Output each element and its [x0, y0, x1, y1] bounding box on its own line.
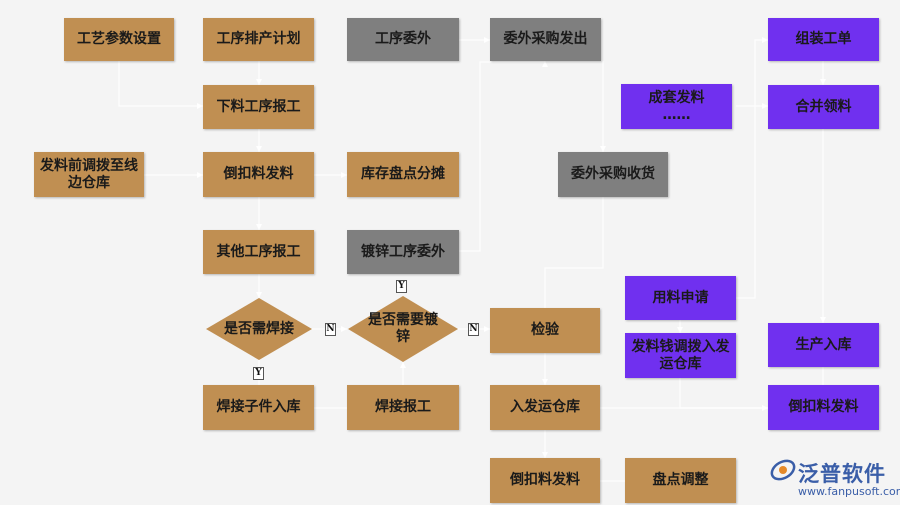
node-inventory-allocation: 库存盘点分摊: [347, 152, 459, 197]
node-label: 用料申请: [652, 289, 709, 306]
logo-url: www.fanpusoft.com: [798, 485, 900, 498]
node-label: 焊接报工: [375, 399, 431, 415]
logo-mark-icon: [770, 459, 796, 481]
logo-brand: 泛普软件: [798, 462, 886, 486]
node-label: 倒扣料发料: [788, 399, 859, 415]
node-assembly-order: 组装工单: [768, 18, 879, 61]
decision-label: 是否需焊接: [224, 320, 294, 337]
node-label: 库存盘点分摊: [361, 166, 445, 182]
node-merge-picking: 合并领料: [768, 85, 879, 129]
node-label: 工艺参数设置: [77, 31, 161, 47]
node-label: 盘点调整: [652, 472, 709, 488]
label-galv-yes: Y: [396, 280, 407, 293]
node-label: 入发运仓库: [510, 399, 580, 415]
node-kit-issue: 成套发料 ……: [621, 84, 732, 129]
node-label: 合并领料: [795, 98, 852, 115]
node-label: 生产入库: [795, 336, 852, 353]
node-backflush-issue-3: 倒扣料发料: [768, 385, 879, 430]
node-welding-part-inbound: 焊接子件入库: [203, 385, 314, 430]
node-label: 发料钱调拨入发 运仓库: [631, 338, 730, 372]
node-inspection: 检验: [490, 308, 600, 353]
node-process-params: 工艺参数设置: [64, 18, 174, 61]
decision-label: 是否需要镀 锌: [368, 312, 438, 345]
node-label: 镀锌工序委外: [361, 243, 445, 260]
node-welding-report: 焊接报工: [347, 385, 459, 430]
node-pre-issue-transfer: 发料前调拨至线 边仓库: [34, 152, 144, 197]
node-production-inbound: 生产入库: [768, 323, 879, 367]
node-label: 检验: [531, 322, 559, 338]
node-label: 委外采购收货: [571, 166, 655, 182]
node-material-report: 下料工序报工: [203, 85, 314, 129]
node-outsource-purchase-issue: 委外采购发出: [490, 18, 601, 61]
node-label: 焊接子件入库: [216, 399, 301, 415]
node-label: 下料工序报工: [216, 98, 301, 115]
node-label: 工序委外: [375, 31, 431, 47]
node-label: 组装工单: [795, 31, 852, 47]
node-backflush-issue-2: 倒扣料发料: [490, 458, 600, 503]
node-label: 倒扣料发料: [510, 472, 580, 488]
node-other-process-report: 其他工序报工: [203, 230, 314, 274]
node-process-outsource: 工序委外: [347, 18, 459, 61]
node-process-schedule: 工序排产计划: [203, 18, 314, 61]
node-label: 委外采购发出: [503, 31, 588, 47]
node-galvanize-outsource: 镀锌工序委外: [347, 230, 459, 274]
diamond-shape: [206, 298, 312, 360]
node-outsource-purchase-receive: 委外采购收货: [558, 152, 668, 197]
node-label: 倒扣料发料: [223, 166, 294, 182]
node-label: 工序排产计划: [216, 31, 301, 47]
label-weld-no: N: [325, 323, 336, 336]
diamond-shape: [348, 296, 458, 362]
decision-need-galvanize: 是否需要镀 锌: [348, 296, 458, 362]
label-galv-no: N: [468, 323, 479, 336]
decision-need-welding: 是否需焊接: [206, 298, 312, 360]
node-material-request: 用料申请: [625, 276, 736, 320]
fanpu-logo: 泛普软件 www.fanpusoft.com: [770, 455, 900, 500]
node-label: 发料前调拨至线 边仓库: [40, 157, 138, 191]
node-label: 其他工序报工: [216, 243, 301, 260]
node-issue-transfer-ship: 发料钱调拨入发 运仓库: [625, 333, 736, 378]
node-ship-warehouse-inbound: 入发运仓库: [490, 385, 600, 430]
node-backflush-issue-1: 倒扣料发料: [203, 152, 314, 197]
node-label: 成套发料 ……: [648, 89, 705, 123]
node-stocktake-adjust: 盘点调整: [625, 458, 736, 503]
label-weld-yes: Y: [253, 367, 264, 380]
